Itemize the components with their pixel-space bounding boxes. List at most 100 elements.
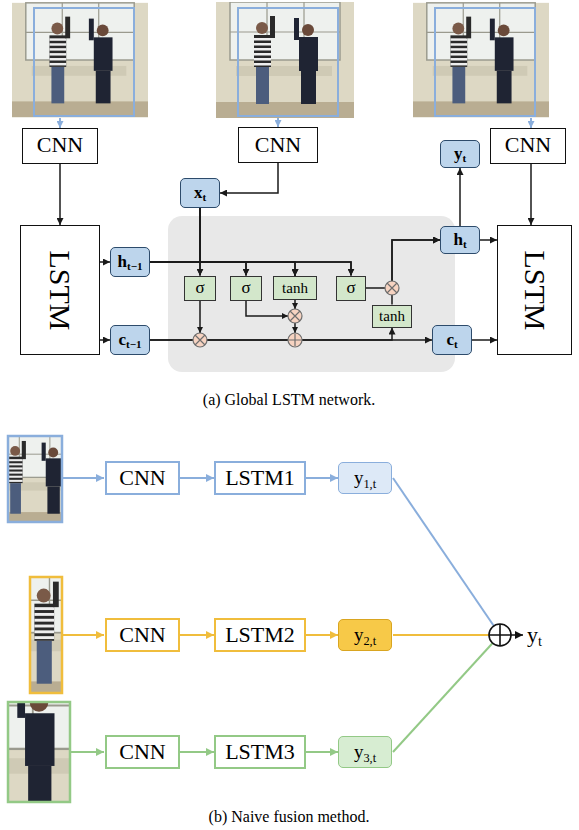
node-text: ht−1 — [118, 253, 143, 272]
subscript: 1,t — [363, 476, 376, 490]
node-text: CNN — [119, 740, 165, 764]
node-text: tanh — [282, 280, 308, 297]
sum-symbol — [489, 624, 511, 646]
subscript: t — [454, 338, 458, 350]
node-text: y1,t — [354, 468, 376, 489]
multiply-symbol — [290, 311, 300, 321]
connector-arrow — [180, 751, 214, 753]
text-base: y — [454, 144, 463, 163]
text-base: c — [446, 330, 454, 349]
cell-state-box: ct−1 — [110, 325, 150, 355]
connectors — [60, 163, 531, 752]
crop-arrow — [63, 477, 104, 479]
text-base: y — [354, 467, 364, 488]
text-base: y — [354, 624, 364, 645]
connector-arrow — [306, 477, 338, 479]
lstm-box: LSTM1 — [214, 461, 306, 495]
output-label: yt — [527, 622, 542, 648]
state-box: ht — [440, 226, 480, 254]
video-frame — [12, 3, 148, 117]
connector-arrow — [150, 262, 295, 276]
node-text: CNN — [119, 623, 165, 647]
subscript: t — [202, 191, 206, 203]
frame-arrow — [59, 118, 61, 128]
subscript: t — [538, 633, 542, 649]
fusion-wire — [393, 634, 500, 636]
crop-arrow — [63, 634, 104, 636]
multiply-symbol — [387, 283, 397, 293]
crop-border — [8, 702, 70, 802]
lstm-box: LSTM — [497, 225, 572, 355]
connector-arrow — [392, 240, 440, 305]
connector-arrow — [480, 239, 497, 241]
node-text: tanh — [379, 308, 405, 325]
connector-arrow — [306, 751, 338, 753]
fusion-wire — [393, 635, 500, 752]
text-base: c — [118, 330, 126, 349]
node-text: σ — [195, 279, 204, 298]
lstm-box: LSTM3 — [214, 735, 306, 769]
connector-arrow — [59, 164, 61, 226]
video-frames — [12, 2, 549, 128]
node-text: CNN — [119, 466, 165, 490]
crop-arrow — [71, 751, 104, 753]
gate-wire — [246, 300, 288, 316]
node-text: yt — [454, 145, 466, 164]
tanh-gate: tanh — [372, 305, 412, 328]
gate-wire — [199, 300, 201, 333]
multiply-symbol — [193, 333, 207, 347]
person-box — [435, 8, 535, 116]
text-base: y — [527, 622, 538, 647]
connector-arrow — [200, 208, 295, 276]
connector-arrow — [100, 339, 110, 341]
fusion-output-arrow — [511, 634, 523, 636]
cnn-box: CNN — [105, 618, 180, 652]
node-text: y3,t — [354, 742, 376, 763]
node-text: CNN — [37, 133, 83, 157]
tanh-gate: tanh — [273, 276, 317, 300]
lstm-cell-area — [168, 216, 455, 372]
connector-arrow — [150, 262, 200, 276]
node-text: LSTM — [44, 250, 77, 330]
node-text: xt — [194, 184, 206, 203]
node-text: LSTM1 — [225, 466, 295, 490]
connector-arrow — [306, 634, 338, 636]
gate-wire — [294, 300, 296, 309]
frame-arrow — [530, 118, 532, 128]
person-box — [34, 8, 134, 116]
subscript: t — [463, 238, 467, 250]
multiply-symbol — [385, 281, 399, 295]
connector-arrow — [180, 634, 214, 636]
node-text: σ — [241, 279, 250, 298]
node-text: LSTM3 — [225, 740, 295, 764]
subscript: t — [462, 152, 466, 164]
output-box: y2,t — [338, 619, 392, 651]
state-box: ht−1 — [110, 247, 150, 277]
text-base: y — [354, 741, 364, 762]
connector-arrow — [200, 208, 351, 276]
output-box: y1,t — [338, 462, 392, 494]
fusion-wire — [393, 478, 500, 635]
cell-state-box: ct — [432, 325, 472, 355]
output-box: yt — [440, 140, 480, 168]
multiply-symbol — [288, 309, 302, 323]
crop-image — [0, 659, 110, 830]
connector-arrow — [200, 208, 246, 276]
node-text: y2,t — [354, 625, 376, 646]
text-base: x — [194, 183, 203, 202]
node-text: ht — [453, 231, 466, 250]
connector-arrow — [150, 262, 351, 276]
node-text: LSTM2 — [225, 623, 295, 647]
connector-arrow — [150, 328, 392, 341]
node-text: ct — [446, 331, 457, 350]
subscript: t−1 — [126, 338, 142, 350]
sigmoid-gate: σ — [336, 276, 366, 301]
node-text: ct−1 — [118, 331, 141, 350]
cnn-box: CNN — [238, 127, 318, 163]
node-text: CNN — [255, 133, 301, 157]
sum-symbol — [489, 624, 511, 646]
cnn-box: CNN — [105, 461, 180, 495]
node-text: CNN — [505, 133, 551, 157]
